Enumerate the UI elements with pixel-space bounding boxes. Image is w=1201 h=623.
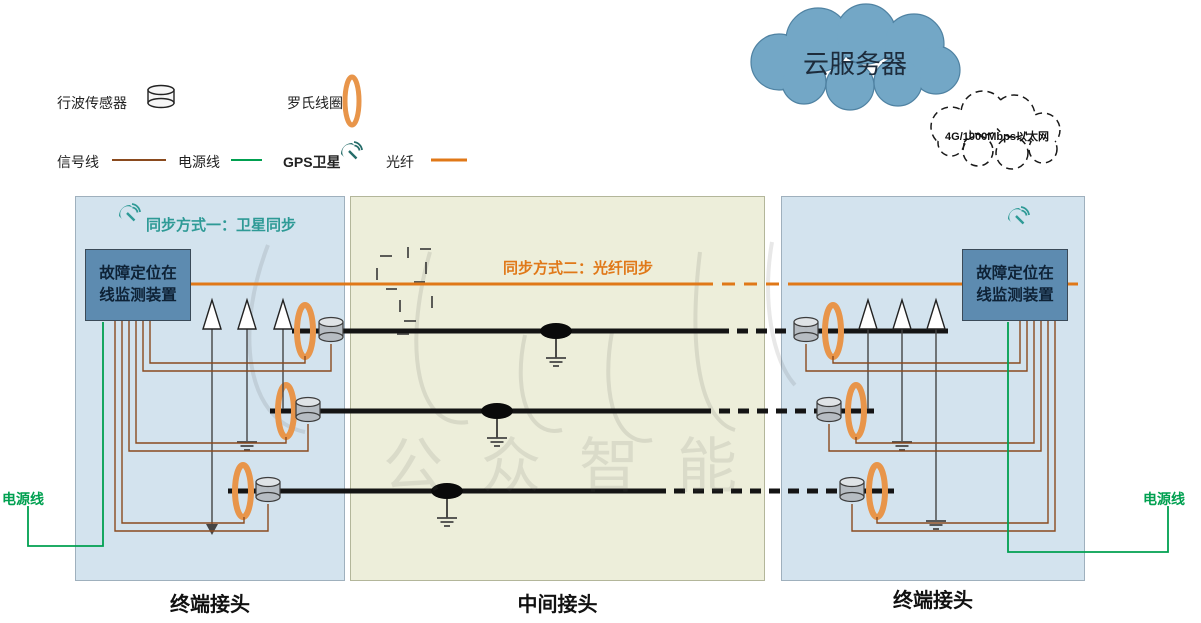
right-sensor-arrows <box>858 299 947 530</box>
legend-gps-satellite: GPS卫星 <box>283 154 341 170</box>
left-panel-label: 终端接头 <box>170 594 250 616</box>
cloud-server-shape <box>750 3 961 111</box>
rogowski-coil-icon <box>232 462 254 520</box>
rogowski-coil-legend-icon <box>342 74 362 128</box>
up-arrow-icon <box>202 299 222 330</box>
sync-method2-label: 同步方式二：光纤同步 <box>503 260 654 277</box>
fault-monitor-device-right: 故障定位在 线监测装置 <box>962 249 1068 321</box>
sync-method1-label: 同步方式一：卫星同步 <box>146 217 297 234</box>
sensor-cylinder-icon <box>793 316 819 343</box>
down-arrow-icon <box>206 524 218 535</box>
ground-icon <box>486 437 508 447</box>
ground-icon <box>925 520 947 530</box>
gps-satellite-icon <box>339 140 364 160</box>
middle-joint-panel <box>350 196 765 581</box>
network-cloud-shape <box>930 90 1061 170</box>
signal-lines-right <box>805 320 1056 532</box>
sensor-cylinder-icon <box>255 476 281 503</box>
left-sensor-arrows <box>202 299 293 535</box>
watermark-strokes <box>247 241 797 443</box>
sensor-cylinder-icon <box>839 476 865 503</box>
device-label-line1: 故障定位在 <box>976 264 1054 282</box>
satellite-icon <box>1006 205 1031 225</box>
legend-traveling-wave-sensor: 行波传感器 <box>57 95 127 111</box>
device-label-line1: 故障定位在 <box>99 264 177 282</box>
left-power-label: 电源线 <box>2 491 44 507</box>
up-arrow-icon <box>892 299 912 330</box>
legend-signal-line: 信号线 <box>57 154 99 170</box>
joint-ellipse <box>431 483 463 499</box>
sensor-cylinder-icon <box>295 396 321 423</box>
sensor-cylinder-icon <box>318 316 344 343</box>
up-arrow-icon <box>858 299 878 330</box>
ground-icon <box>545 357 567 367</box>
joint-ellipse <box>540 323 572 339</box>
signal-lines-left <box>114 320 332 532</box>
traveling-wave-sensor-icon <box>147 84 175 109</box>
joint-ellipse <box>481 403 513 419</box>
middle-joints <box>431 323 572 527</box>
ground-icon <box>436 517 458 527</box>
middle-panel-label: 中间接头 <box>517 594 598 616</box>
device-label-line2: 线监测装置 <box>99 287 177 304</box>
right-power-label: 电源线 <box>1143 491 1185 507</box>
sensor-cylinder-icon <box>816 396 842 423</box>
legend-optical-fiber: 光纤 <box>386 154 414 170</box>
up-arrow-icon <box>926 299 946 330</box>
legend-power-line: 电源线 <box>178 154 220 170</box>
network-label: 4G/1000Mbps以太网 <box>945 131 1049 143</box>
up-arrow-icon <box>273 299 293 330</box>
right-panel-label: 终端接头 <box>893 590 973 612</box>
satellite-icon <box>117 202 142 222</box>
fault-monitor-device-left: 故障定位在 线监测装置 <box>85 249 191 321</box>
device-label-line2: 线监测装置 <box>976 287 1054 304</box>
legend-rogowski-coil: 罗氏线圈 <box>287 95 343 111</box>
power-lines <box>27 322 1169 553</box>
cloud-server-label: 云服务器 <box>802 49 907 79</box>
